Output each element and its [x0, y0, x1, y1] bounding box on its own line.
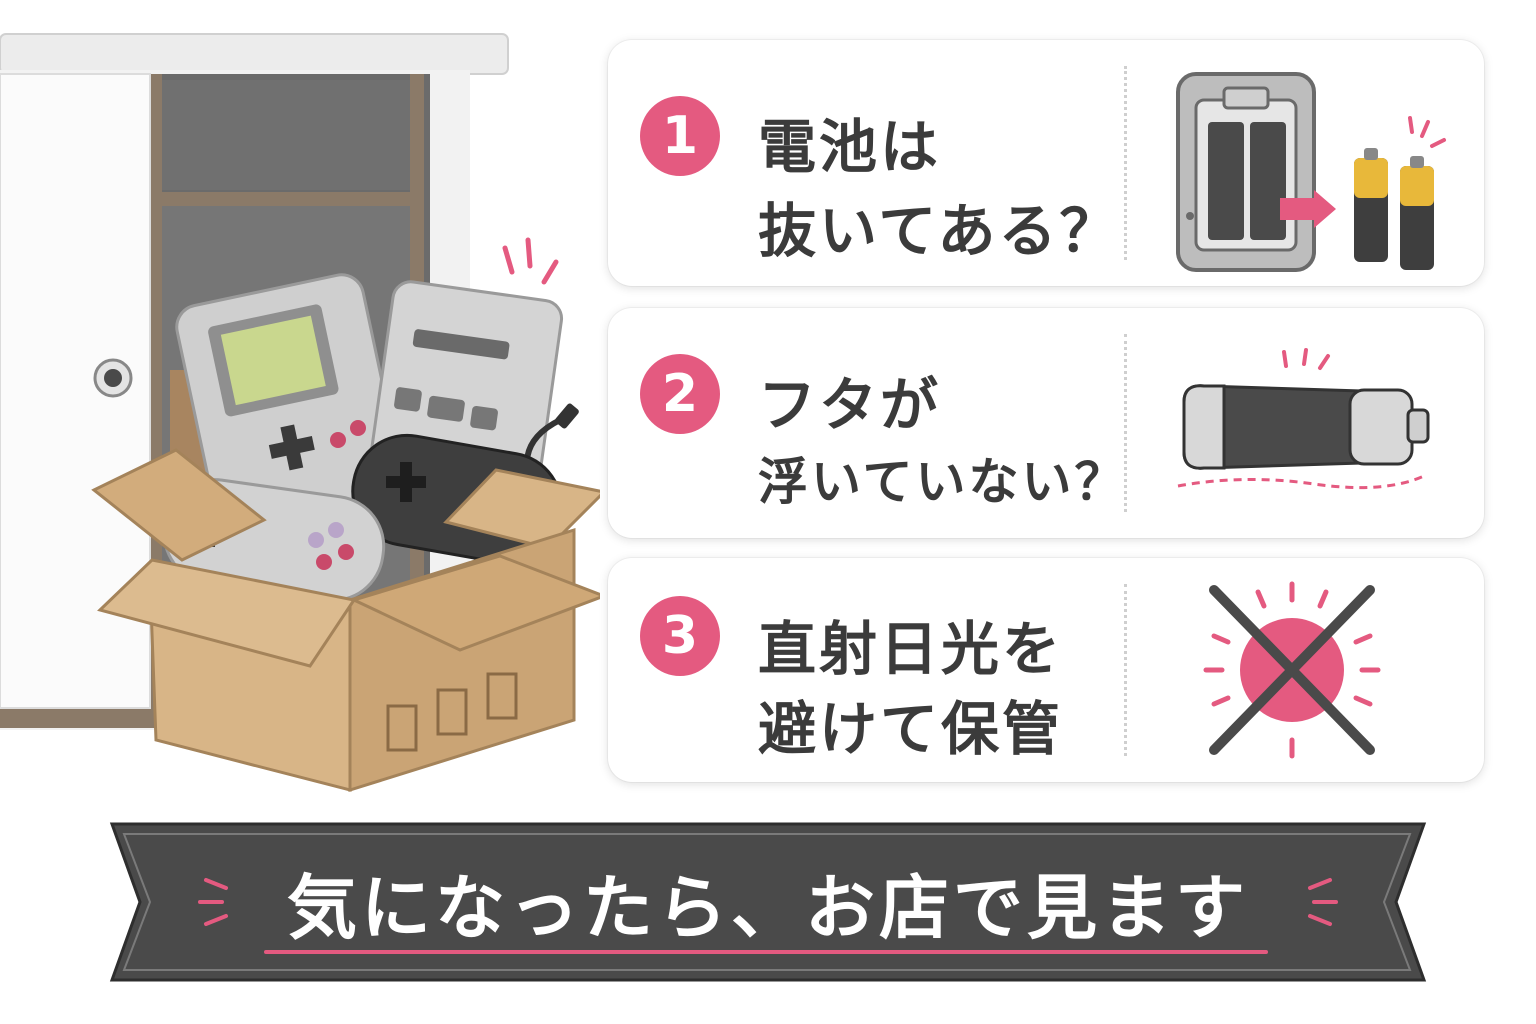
step-number-badge: 2 [640, 354, 720, 434]
tip-title-line1: 直射日光を [758, 615, 1064, 683]
banner-text: 気になったら、お店で見ます [287, 866, 1249, 949]
tip-title-line1: フタが [758, 371, 942, 439]
card-divider [1124, 584, 1127, 756]
remote-battery-icon [1176, 72, 1446, 272]
closet-box-scene [0, 33, 600, 793]
step-number-badge: 3 [640, 596, 720, 676]
burst-lines [502, 237, 559, 285]
no-sun-icon [1203, 581, 1381, 759]
tip-title-line2: 浮いていない？ [758, 453, 1128, 511]
cardboard-box [91, 448, 600, 793]
swollen-battery-icon [1177, 348, 1430, 490]
tip-card-battery-removed: 1 電池は 抜いてある？ [608, 40, 1484, 286]
tip-card-avoid-sunlight: 3 直射日光を 避けて保管 [608, 558, 1484, 782]
tip-card-lid-not-swollen: 2 フタが 浮いていない？ [608, 308, 1484, 538]
step-number-badge: 1 [640, 96, 720, 176]
card-divider [1124, 334, 1127, 512]
card-divider [1124, 66, 1127, 260]
tip-title-line2: 抜いてある？ [758, 197, 1121, 265]
tip-title-line2: 避けて保管 [758, 695, 1064, 763]
tip-title-line1: 電池は [758, 113, 942, 181]
